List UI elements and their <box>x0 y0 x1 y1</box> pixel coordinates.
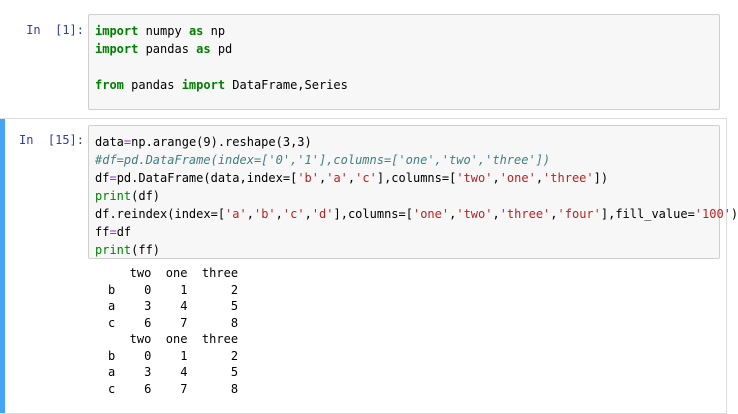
output-line: a 3 4 5 <box>108 365 239 379</box>
code-token: , <box>304 207 312 221</box>
code-input-area[interactable]: data=np.arange(9).reshape(3,3)#df=pd.Dat… <box>88 125 738 259</box>
code-token: , <box>275 207 283 221</box>
code-token: 'two' <box>456 171 493 185</box>
output-line: b 0 1 2 <box>108 348 239 363</box>
code-token: ],columns=[ <box>376 171 457 185</box>
code-token: pd.DataFrame(data,index=[ <box>116 171 298 185</box>
code-token: '100' <box>694 207 731 221</box>
code-token: , <box>449 207 457 221</box>
output-line: c 6 7 8 <box>108 381 239 396</box>
code-token: , <box>246 207 254 221</box>
output-line: two one three <box>108 332 239 346</box>
code-token: = <box>109 171 117 185</box>
code-token: , <box>319 171 327 185</box>
cell-output: two one three b 0 1 2 a 3 4 5 c 6 7 8 two o… <box>108 265 238 397</box>
code-token: pandas <box>138 42 197 56</box>
code-token: ],columns=[ <box>333 207 413 221</box>
code-token: ],fill_value= <box>600 207 695 221</box>
code-token: ]) <box>593 171 609 185</box>
code-line: data=np.arange(9).reshape(3,3) <box>95 133 738 151</box>
code-line: df=pd.DataFrame(data,index=['b','a','c']… <box>95 169 738 187</box>
code-token: numpy <box>138 24 189 38</box>
code-token: ff <box>95 225 110 239</box>
code-token: 'three' <box>499 207 551 221</box>
code-token: (df) <box>131 189 161 203</box>
code-token: DataFrame,Series <box>225 78 348 92</box>
code-token: df <box>95 171 110 185</box>
selected-cell-indicator <box>0 119 5 413</box>
code-token: from <box>95 78 124 92</box>
code-token: import <box>95 24 139 38</box>
output-line: c 6 7 8 <box>108 315 239 330</box>
code-line: import pandas as pd <box>95 40 348 58</box>
code-token: data <box>95 135 124 149</box>
code-token: = <box>109 225 117 239</box>
code-token: df.reindex(index=[ <box>95 207 226 221</box>
code-token: 'c' <box>282 207 305 221</box>
code-token: as <box>196 42 211 56</box>
code-line: from pandas import DataFrame,Series <box>95 76 348 94</box>
code-line: ff=df <box>95 223 738 241</box>
output-line: a 3 4 5 <box>108 299 239 313</box>
code-editor[interactable]: data=np.arange(9).reshape(3,3)#df=pd.Dat… <box>95 133 738 259</box>
input-prompt: In [15]: <box>18 133 84 147</box>
code-line: print(ff) <box>95 241 738 259</box>
code-line: #df=pd.DataFrame(index=['0','1'],columns… <box>95 151 738 169</box>
code-token: , <box>492 171 500 185</box>
code-token: (ff) <box>131 243 161 257</box>
code-token: import <box>95 42 139 56</box>
code-token: np <box>203 24 226 38</box>
code-token: df <box>116 225 132 239</box>
code-token: , <box>550 207 558 221</box>
code-token: 'one' <box>499 171 536 185</box>
output-line: b 0 1 2 <box>108 282 239 297</box>
code-token: pandas <box>123 78 182 92</box>
code-token: , <box>535 171 544 185</box>
code-token: 'd' <box>311 207 334 221</box>
input-prompt: In [1]: <box>26 23 84 37</box>
code-token: print <box>95 243 132 257</box>
code-token: ) <box>730 207 738 221</box>
code-token: #df=pd.DataFrame(index=['0','1'],columns… <box>95 153 551 167</box>
output-line: two one three <box>108 266 239 280</box>
code-token: , <box>347 171 356 185</box>
code-token: import <box>181 78 226 92</box>
code-token: pd <box>210 42 233 56</box>
code-line <box>95 58 348 76</box>
code-token: print <box>95 189 132 203</box>
code-token: 'a' <box>225 207 247 221</box>
code-line: print(df) <box>95 187 738 205</box>
code-token: 'one' <box>412 207 450 221</box>
code-cell-2-selected[interactable]: In [15]: data=np.arange(9).reshape(3,3)#… <box>0 118 738 414</box>
code-token: 'c' <box>355 171 377 185</box>
code-token: np.arange(9).reshape(3,3) <box>131 135 312 149</box>
code-line: import numpy as np <box>95 22 348 40</box>
code-token: 'a' <box>326 171 348 185</box>
code-token: = <box>123 135 132 149</box>
code-token: 'two' <box>456 207 493 221</box>
code-token: 'four' <box>557 207 601 221</box>
code-token: , <box>492 207 500 221</box>
code-token: as <box>188 24 204 38</box>
code-token: 'b' <box>297 171 319 185</box>
code-token: 'three' <box>543 171 594 185</box>
code-token: 'b' <box>253 207 276 221</box>
code-line: df.reindex(index=['a','b','c','d'],colum… <box>95 205 738 223</box>
